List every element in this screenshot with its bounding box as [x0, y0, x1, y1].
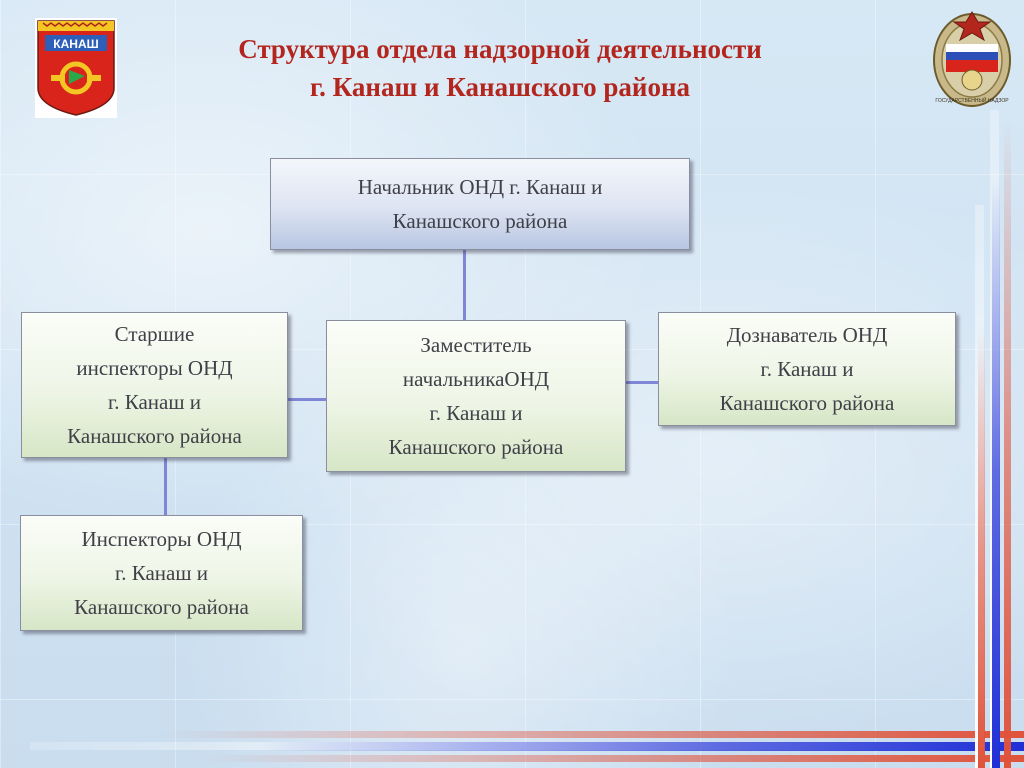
node-investigator-line: Дознаватель ОНД — [726, 323, 888, 347]
kanash-coat-of-arms-icon: КАНАШ — [35, 18, 117, 118]
title-line-1: Структура отдела надзорной деятельности — [238, 34, 762, 64]
node-senior-line: Канашского района — [67, 424, 242, 448]
node-investigator-line: Канашского района — [719, 391, 895, 415]
connector-deputy-investigator — [626, 381, 658, 384]
node-senior-line: Старшие — [114, 322, 195, 346]
node-senior-inspectors: Старшие инспекторы ОНД г. Канаш и Канашс… — [21, 312, 288, 458]
node-deputy-line: начальникаОНД — [402, 367, 550, 391]
node-senior-line: г. Канаш и — [107, 390, 201, 414]
node-inspectors: Инспекторы ОНД г. Канаш и Канашского рай… — [20, 515, 303, 631]
connector-deputy-senior — [288, 398, 326, 401]
title-line-2: г. Канаш и Канашского района — [309, 72, 691, 102]
connector-head-deputy — [463, 250, 466, 320]
node-deputy: Заместитель начальникаОНД г. Канаш и Кан… — [326, 320, 626, 472]
node-deputy-line: г. Канаш и — [429, 401, 523, 425]
node-inspectors-line: г. Канаш и — [114, 561, 208, 585]
node-investigator-line: г. Канаш и — [760, 357, 854, 381]
emblem-right-text: ГОСУДАРСТВЕННЫЙ НАДЗОР — [935, 96, 1009, 104]
page-title: Структура отдела надзорной деятельности … — [150, 30, 850, 106]
node-head-line: Канашского района — [392, 209, 568, 233]
connector-senior-inspectors — [164, 458, 167, 515]
node-deputy-line: Заместитель — [420, 333, 532, 357]
emblem-left-text: КАНАШ — [53, 37, 98, 51]
node-investigator: Дознаватель ОНД г. Канаш и Канашского ра… — [658, 312, 956, 426]
state-fire-supervision-emblem-icon: ГОСУДАРСТВЕННЫЙ НАДЗОР — [933, 11, 1011, 107]
node-deputy-line: Канашского района — [388, 435, 564, 459]
node-inspectors-line: Канашского района — [74, 595, 249, 619]
node-senior-line: инспекторы ОНД — [76, 356, 233, 380]
node-head: Начальник ОНД г. Канаш и Канашского райо… — [270, 158, 690, 250]
node-inspectors-line: Инспекторы ОНД — [81, 527, 242, 551]
node-head-line: Начальник ОНД г. Канаш и — [357, 175, 603, 199]
